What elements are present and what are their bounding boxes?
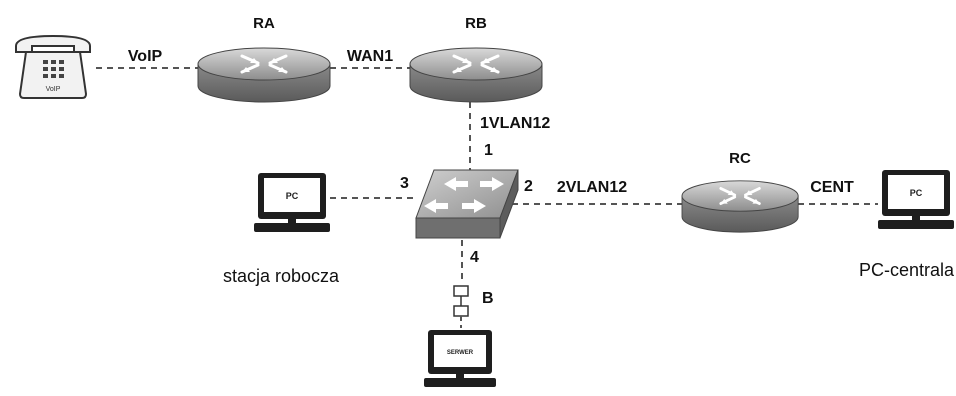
link-label-cent: CENT [810,179,854,196]
phone-label: VoIP [46,86,61,93]
voip-phone-icon: VoIP [15,34,91,99]
router-rc-label: RC [729,150,751,167]
pc-left-caption: stacja robocza [223,266,340,286]
link-label-2vlan12: 2VLAN12 [557,179,627,196]
pc-right-screen: PC [910,188,923,198]
link-label-1vlan12: 1VLAN12 [480,115,550,132]
server-screen: SERWER [447,350,474,356]
port-label-2: 2 [524,178,533,195]
pc-left-icon: PC [254,173,330,232]
port-label-1: 1 [484,142,493,159]
router-rb-icon [408,46,544,104]
router-rc-icon [680,179,800,234]
port-label-3: 3 [400,175,409,192]
links [96,67,878,284]
link-label-b: B [482,290,494,307]
server-icon: SERWER [424,330,496,387]
link-label-wan1: WAN1 [347,48,393,65]
port-label-4: 4 [470,249,479,266]
pc-left-screen: PC [286,191,299,201]
router-ra-label: RA [253,15,275,32]
pc-right-caption: PC-centrala [859,260,955,280]
connector-b-icon [453,285,469,328]
switch-icon [415,169,519,239]
link-label-voip: VoIP [128,48,163,65]
router-rb-label: RB [465,15,487,32]
router-ra-icon [196,46,332,104]
pc-right-icon: PC [878,170,954,229]
